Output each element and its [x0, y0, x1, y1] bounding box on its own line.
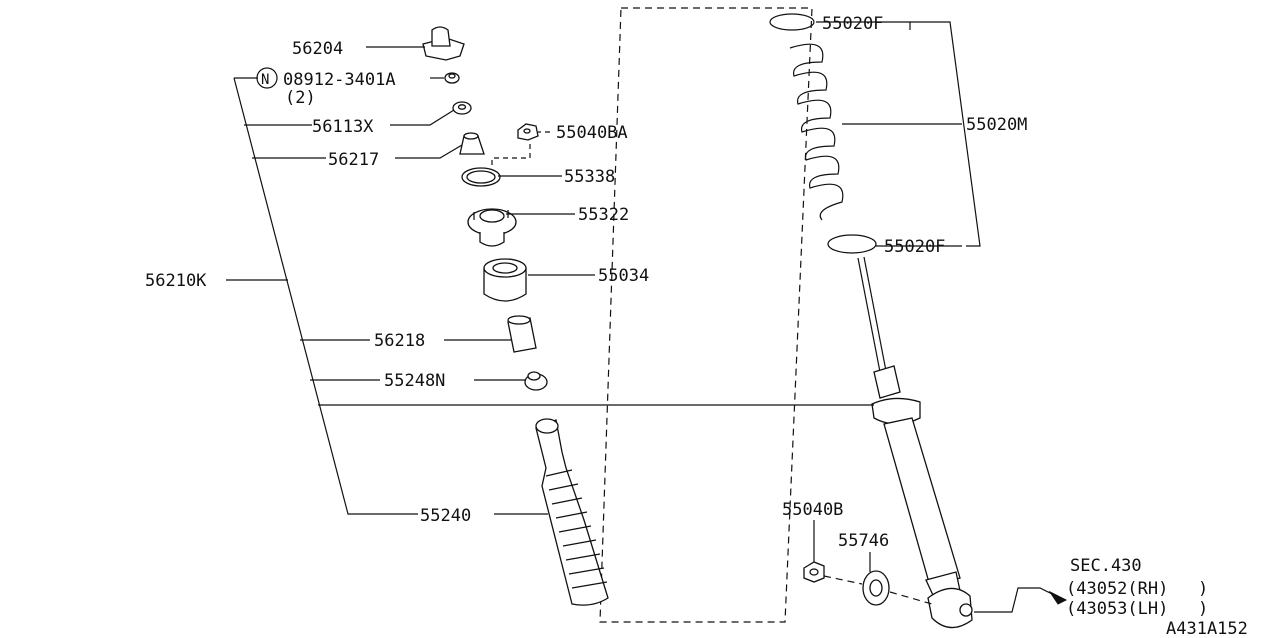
diagram-code: A431A152 — [1166, 619, 1248, 638]
label-55746: 55746 — [838, 531, 889, 551]
section-lh: (43053(LH) — [1066, 599, 1168, 619]
label-56204: 56204 — [292, 39, 343, 59]
part-08912-3401a — [444, 72, 460, 84]
note-circle-icon — [256, 67, 278, 89]
label-55338: 55338 — [564, 167, 615, 187]
label-56113x: 56113X — [312, 117, 374, 137]
part-55034 — [483, 258, 527, 302]
part-55746 — [862, 570, 890, 606]
section-rh: (43052(RH) — [1066, 579, 1168, 599]
label-08912-qty: (2) — [285, 88, 316, 108]
label-55020f-top: 55020F — [822, 14, 883, 34]
label-55248n: 55248N — [384, 371, 445, 391]
part-56113x — [452, 101, 472, 115]
leader-lines — [226, 21, 1053, 613]
section-rh-close: ) — [1198, 579, 1208, 599]
part-56218 — [507, 315, 537, 353]
label-55020m: 55020M — [966, 115, 1027, 135]
part-55040ba — [517, 123, 539, 141]
label-55020f-bottom: 55020F — [884, 237, 945, 257]
arrow-icon — [1048, 590, 1068, 605]
part-55248n — [524, 371, 548, 391]
label-56217: 56217 — [328, 150, 379, 170]
label-55040ba: 55040BA — [556, 123, 628, 143]
label-55040b: 55040B — [782, 500, 843, 520]
part-56204 — [422, 26, 465, 61]
section-ref: SEC.430 — [1070, 556, 1142, 576]
assembly-outline — [599, 7, 813, 623]
part-shock-absorber — [857, 256, 973, 629]
label-55322: 55322 — [578, 205, 629, 225]
part-55322 — [467, 208, 517, 247]
note-symbol: N — [261, 72, 269, 88]
label-08912-3401a: 08912-3401A — [283, 70, 396, 90]
label-56218: 56218 — [374, 331, 425, 351]
part-55020m — [769, 13, 877, 254]
bolt-axis — [823, 575, 933, 605]
part-55040b — [803, 561, 825, 583]
part-55240 — [535, 418, 609, 606]
label-55034: 55034 — [598, 266, 649, 286]
label-56210k: 56210K — [145, 271, 207, 291]
section-lh-close: ) — [1198, 599, 1208, 619]
label-55240: 55240 — [420, 506, 471, 526]
part-55338 — [461, 167, 501, 187]
part-56217 — [459, 132, 485, 155]
